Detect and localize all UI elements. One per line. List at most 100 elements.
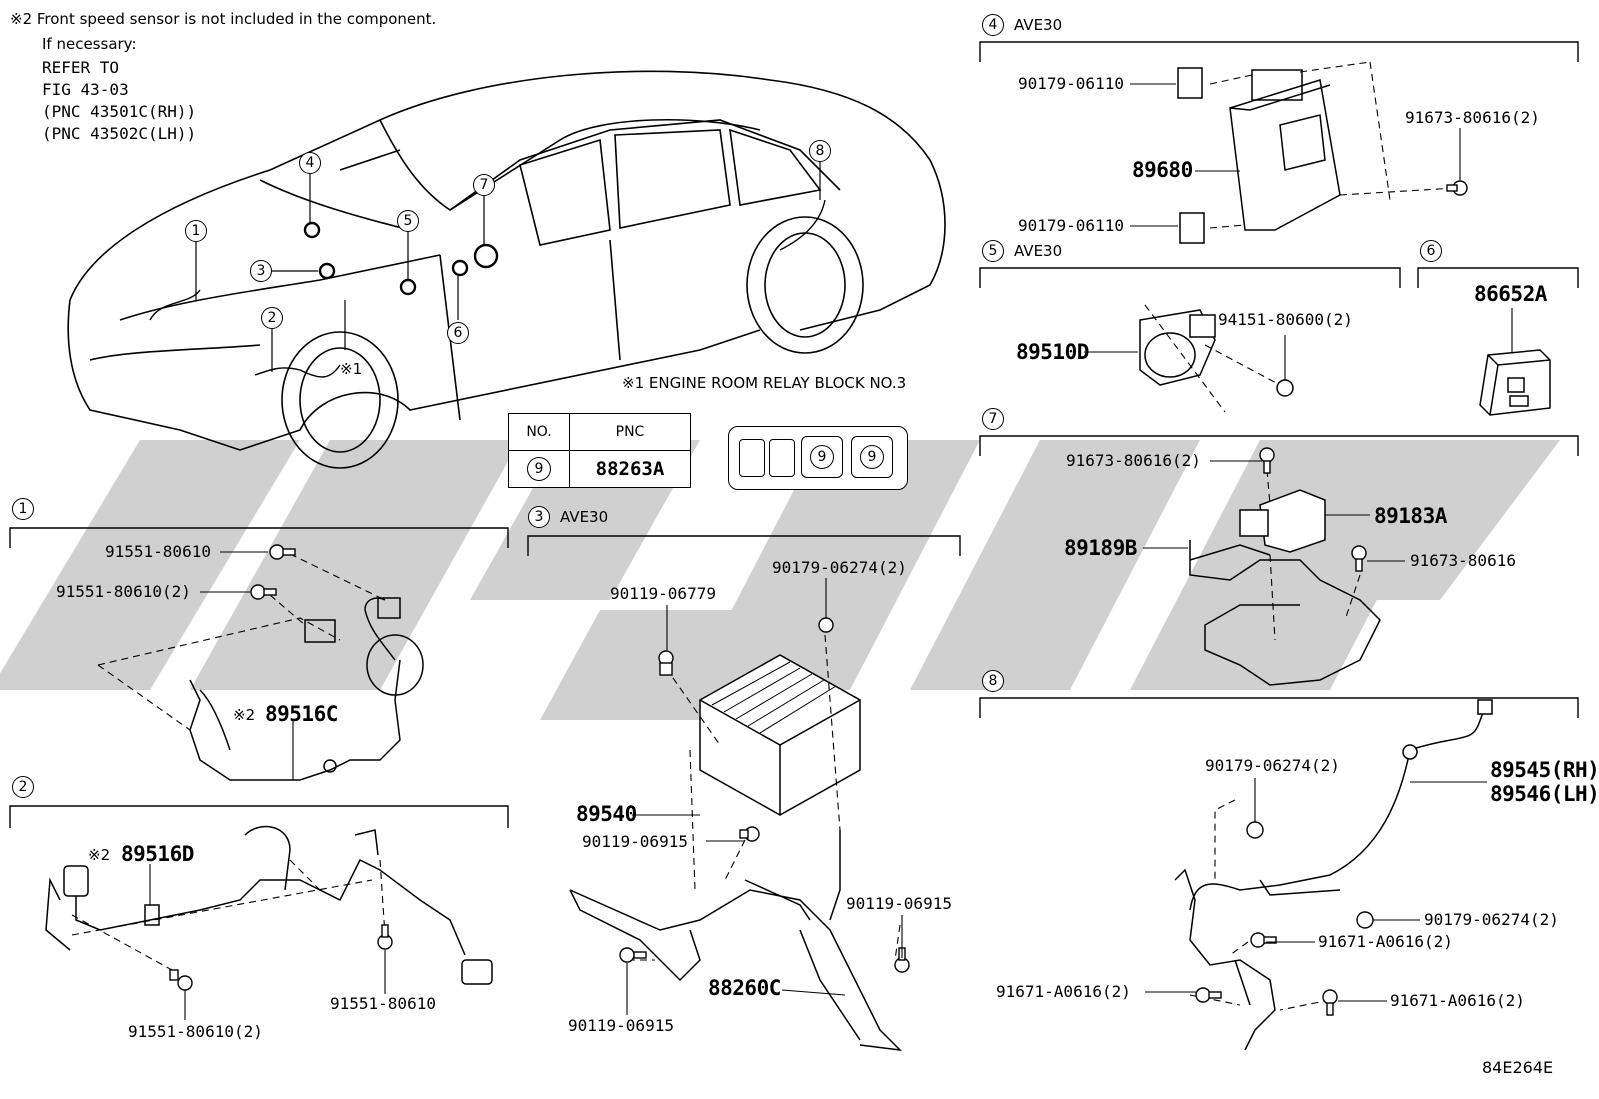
- s7-bolt-a-label: 91673-80616(2): [1066, 451, 1201, 470]
- s4-nut-a-label: 90179-06110: [1018, 74, 1124, 93]
- relay-slot-label: 9: [860, 445, 884, 469]
- s1-leaders: [200, 551, 294, 780]
- relay-slot: [739, 439, 765, 477]
- s2-leaders: [149, 864, 386, 1020]
- s8-dashed-guides: [1189, 799, 1331, 1011]
- s7-dashed-guides: [1266, 469, 1361, 641]
- s8-sensor-drawing: [1174, 699, 1493, 1051]
- car-callout-2: 2: [261, 307, 283, 329]
- relay-header-no: NO.: [508, 413, 570, 451]
- note2-line2: If necessary:: [42, 35, 137, 53]
- s2-bolts: [169, 924, 393, 991]
- section-brackets: [9, 41, 1579, 828]
- s8-bolt-a-label: 91671-A0616(2): [1318, 932, 1453, 951]
- note2-line3: REFER TO: [42, 58, 120, 77]
- s4-nut-b-label: 90179-06110: [1018, 216, 1124, 235]
- section-7-number: 7: [982, 408, 1004, 430]
- s6-part-drawing: [1479, 349, 1551, 416]
- s1-bolts: [250, 544, 296, 600]
- s7-bolt-b-label: 91673-80616: [1410, 551, 1516, 570]
- s3-bolt-d-label: 90119-06915: [568, 1016, 674, 1035]
- s2-bolt-a-label: 91551-80610: [330, 994, 436, 1013]
- relay-table: NO. PNC 9 88263A: [508, 413, 691, 488]
- s3-nut-a-label: 90179-06274(2): [772, 558, 907, 577]
- s1-sensor-mark: ※2: [233, 706, 256, 724]
- s8-fasteners: [1195, 821, 1374, 1016]
- note2-line1: ※2 Front speed sensor is not included in…: [10, 10, 437, 28]
- s1-bolt-b-label: 91551-80610(2): [56, 582, 191, 601]
- s3-bolt-a-label: 90119-06779: [610, 584, 716, 603]
- relay-slot: [769, 439, 795, 477]
- section-6-number: 6: [1420, 240, 1442, 262]
- section-4-title: AVE30: [1014, 16, 1063, 34]
- s3-ecu-drawing: [699, 654, 861, 816]
- section-3-number: 3: [528, 506, 550, 528]
- car-component-markers: [303, 221, 499, 296]
- s7-bracket-drawing: [1189, 540, 1381, 686]
- s8-bolt-c-label: 91671-A0616(2): [1390, 991, 1525, 1010]
- s3-ecu-label: 89540: [576, 802, 637, 826]
- s8-bolt-b-label: 91671-A0616(2): [996, 982, 1131, 1001]
- s3-bolts: [619, 617, 910, 973]
- note2-line5: (PNC 43501C(RH)): [42, 102, 197, 121]
- car-callout-5: 5: [397, 210, 419, 232]
- s2-bolt-b-label: 91551-80610(2): [128, 1022, 263, 1041]
- s4-ecu-drawing: [1177, 67, 1341, 244]
- relay-slot: 9: [851, 436, 893, 478]
- s7-sensor-label: 89183A: [1374, 504, 1447, 528]
- relay-slot: 9: [801, 436, 843, 478]
- s7-bracket-label: 89189B: [1064, 536, 1137, 560]
- note2-line4: FIG 43-03: [42, 80, 129, 99]
- car-callout-1: 1: [185, 220, 207, 242]
- s5-sensor-drawing: [1139, 309, 1216, 386]
- relay-row-no: 9: [527, 457, 551, 481]
- s4-leaders: [1130, 83, 1461, 227]
- note1-relay-block: ※1 ENGINE ROOM RELAY BLOCK NO.3: [622, 374, 907, 392]
- s5-dashed-guides: [1144, 304, 1281, 413]
- relay-header-pnc: PNC: [569, 413, 691, 451]
- s8-leaders: [1145, 778, 1487, 1002]
- s3-bolt-b-label: 90119-06915: [582, 832, 688, 851]
- s2-sensor-drawing: [45, 825, 493, 985]
- section-2-number: 2: [12, 776, 34, 798]
- car-harness: [149, 199, 826, 378]
- section-5-title: AVE30: [1014, 242, 1063, 260]
- watermark: [0, 440, 1560, 720]
- car-callout-6: 6: [447, 322, 469, 344]
- s1-dashed-guides: [97, 553, 386, 731]
- car-callout-4: 4: [299, 152, 321, 174]
- car-callout-7: 7: [473, 174, 495, 196]
- section-3-title: AVE30: [560, 508, 609, 526]
- section-5-number: 5: [982, 240, 1004, 262]
- s7-sensor-drawing: [1239, 489, 1326, 553]
- section-8-number: 8: [982, 670, 1004, 692]
- s8-nut-a-label: 90179-06274(2): [1205, 756, 1340, 775]
- s1-sensor-label: 89516C: [265, 702, 338, 726]
- relay-row-no-cell: 9: [508, 450, 570, 488]
- figure-code: 84E264E: [1482, 1058, 1554, 1077]
- s5-sensor-label: 89510D: [1016, 340, 1089, 364]
- s5-nut: [1276, 379, 1294, 397]
- s5-nut-label: 94151-80600(2): [1218, 310, 1353, 329]
- s2-dashed-guides: [71, 859, 386, 971]
- s8-sensor-lh-label: 89546(LH): [1490, 782, 1599, 806]
- section-4-number: 4: [982, 14, 1004, 36]
- relay-slot-label: 9: [810, 445, 834, 469]
- relay-block-marker: ※1: [340, 360, 363, 378]
- s3-leaders: [626, 578, 903, 1015]
- s6-part-label: 86652A: [1474, 282, 1547, 306]
- s7-bolts: [1259, 447, 1367, 572]
- s3-bracket-label: 88260C: [708, 976, 781, 1000]
- s2-sensor-mark: ※2: [88, 846, 111, 864]
- note2-line6: (PNC 43502C(LH)): [42, 124, 197, 143]
- s2-sensor-label: 89516D: [121, 842, 194, 866]
- s4-bolts: [1446, 180, 1468, 196]
- section-1-number: 1: [12, 498, 34, 520]
- s1-bolt-a-label: 91551-80610: [105, 542, 211, 561]
- s8-sensor-rh-label: 89545(RH): [1490, 758, 1599, 782]
- car-callout-leaders: [195, 162, 821, 372]
- car-callout-3: 3: [250, 260, 272, 282]
- s3-bracket-drawing: [569, 830, 903, 1052]
- s4-dashed-guides: [1209, 61, 1456, 229]
